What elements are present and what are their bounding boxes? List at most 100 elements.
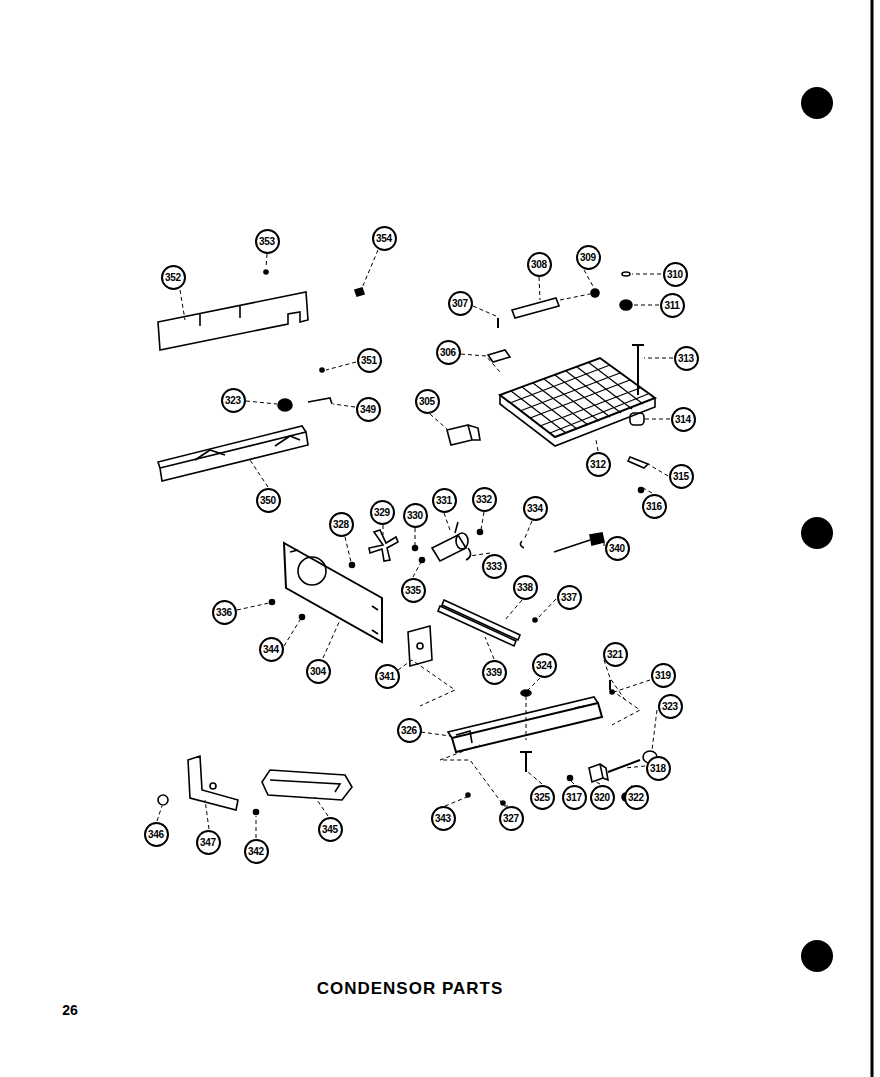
callout-number: 322 (624, 785, 649, 810)
washer (521, 690, 531, 696)
leader-line (539, 277, 540, 300)
leader-lines (157, 250, 673, 838)
callout-number: 349 (356, 397, 381, 422)
callout-number: 330 (403, 503, 428, 528)
clip (355, 288, 364, 296)
callout-number: 354 (372, 226, 397, 251)
callout-number: 335 (401, 578, 426, 603)
leader-line (596, 782, 600, 784)
callout-number: 318 (646, 756, 671, 781)
callout-number: 331 (432, 488, 457, 513)
callout-number: 347 (196, 830, 221, 855)
grommet (278, 399, 292, 411)
leader-line (250, 460, 268, 487)
leader-line (473, 306, 496, 316)
binder-hole (801, 87, 833, 119)
leader-line (632, 274, 661, 275)
leader-line (648, 464, 668, 476)
bracket (188, 756, 238, 810)
leader-line (398, 660, 455, 706)
callout-number: 305 (415, 389, 440, 414)
binder-hole (801, 940, 833, 972)
screw (466, 793, 470, 797)
callout-number: 341 (375, 664, 400, 689)
callout-number: 306 (436, 340, 461, 365)
rail-tab (195, 436, 300, 460)
callout-number: 352 (161, 265, 186, 290)
callout-number: 342 (244, 839, 269, 864)
plug (590, 533, 604, 545)
callout-number: 323 (221, 388, 246, 413)
callout-number: 316 (642, 494, 667, 519)
callout-number: 337 (557, 585, 582, 610)
callout-number: 313 (674, 346, 699, 371)
leader-line (560, 270, 594, 300)
condenser-side (500, 395, 655, 446)
clip (413, 546, 418, 551)
screw (533, 618, 537, 622)
leader-line (430, 414, 448, 430)
callout-number: 314 (671, 407, 696, 432)
leader-line (644, 358, 673, 359)
fan-motor (432, 535, 466, 561)
fan-opening (298, 557, 326, 585)
screw (270, 600, 275, 605)
spacer (630, 413, 644, 425)
callout-number: 327 (499, 806, 524, 831)
coil-wire (510, 365, 648, 433)
callout-number: 329 (370, 500, 395, 525)
callout-number: 325 (530, 785, 555, 810)
leader-line (505, 600, 522, 620)
clip (628, 457, 648, 468)
callout-number: 311 (660, 293, 685, 318)
leader-line (524, 521, 532, 540)
panel-slot (200, 306, 240, 326)
callout-number: 343 (431, 806, 456, 831)
callout-number: 344 (259, 637, 284, 662)
leader-line (246, 401, 277, 404)
screw (254, 810, 259, 815)
callout-number: 304 (306, 659, 331, 684)
leader-line (237, 603, 269, 610)
leader-line (415, 528, 416, 545)
leader-line (326, 362, 356, 370)
nut (350, 563, 355, 568)
leader-line (481, 512, 484, 530)
callout-number: 310 (663, 262, 688, 287)
leader-line (421, 732, 450, 736)
callout-number: 319 (651, 663, 676, 688)
leader-line (157, 806, 162, 821)
callout-number: 308 (527, 252, 552, 277)
screw (420, 558, 425, 563)
leader-line (445, 797, 467, 806)
caption: CONDENSOR PARTS (317, 979, 504, 999)
callout-number: 346 (144, 822, 169, 847)
leader-line (461, 354, 500, 372)
screw (568, 776, 573, 781)
parts-drawing (158, 0, 872, 1077)
leader-line (571, 781, 574, 784)
leader-line (413, 562, 421, 577)
base-rail (452, 703, 602, 752)
leader-line (633, 305, 659, 306)
callout-number: 309 (576, 245, 601, 270)
callout-number: 345 (318, 817, 343, 842)
screw (478, 530, 483, 535)
callout-number: 351 (357, 348, 382, 373)
motor-lead (455, 522, 458, 533)
back-panel (158, 292, 308, 350)
callout-number: 320 (590, 785, 615, 810)
leader-line (643, 488, 652, 493)
leader-line (205, 800, 209, 829)
strip (442, 600, 520, 640)
nut (591, 289, 599, 297)
leader-line (284, 620, 300, 646)
leader-line (266, 254, 267, 268)
pin (308, 398, 332, 404)
leader-line (323, 620, 340, 658)
drain-tray (262, 770, 352, 800)
callout-number: 326 (397, 718, 422, 743)
rail-hole (456, 706, 585, 743)
